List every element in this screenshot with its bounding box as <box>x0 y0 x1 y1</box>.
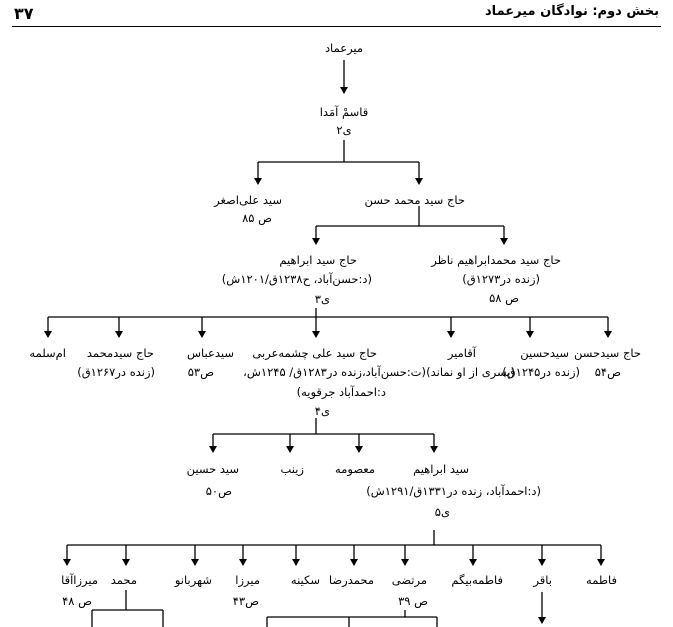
node-haj-mohammad-info: (زنده در۱۲۶۷ق) <box>77 365 155 379</box>
node-ali-asghar-ref: ص ۸۵ <box>242 211 272 225</box>
node-mohammad: محمد <box>110 573 137 587</box>
node-abbas: سیدعباس <box>186 346 234 360</box>
header-rule <box>12 26 661 27</box>
node-aqamir: آقامیر <box>447 346 476 360</box>
node-qasem: قاسمْ آمَدا <box>319 105 369 119</box>
node-zeinab: زینب <box>280 462 304 476</box>
chapter-title: بخش دوم: نوادگان میرعماد <box>485 4 659 19</box>
node-baqer: باقر <box>533 573 552 587</box>
node-abbas-ref: ص۵۳ <box>187 365 214 379</box>
node-naazer-info: (زنده در۱۲۷۳ق) <box>462 272 540 286</box>
node-mir-emad: میرعماد <box>324 41 364 55</box>
node-hosein1-info: (زنده در۱۲۴۵ق) <box>502 365 580 379</box>
node-ebrahim: حاج سید ابراهیم <box>279 253 357 267</box>
node-ebrahim-info: (د:حسن‌آباد، ح۱۲۳۸ق/۱۲۰۱ش) <box>221 272 372 286</box>
generation-label: ی۳ <box>314 292 330 306</box>
node-ali-asghar: سید علی‌اصغر <box>214 193 282 207</box>
node-ebrahim2: سید ابراهیم <box>413 462 469 476</box>
node-morteza-ref: ص ۳۹ <box>398 594 428 608</box>
node-morteza: مرتضی <box>391 573 427 587</box>
node-mirza-ref: ص۴۳ <box>232 594 259 608</box>
node-fateme: فاطمه <box>586 573 617 587</box>
node-masoume: معصومه <box>335 462 375 476</box>
page-number: ۳۷ <box>14 4 34 23</box>
generation-label: ی۲ <box>336 123 352 137</box>
generation-label: ی۴ <box>314 404 330 418</box>
node-naazer: حاج سید محمدابراهیم ناظر <box>431 253 561 267</box>
node-hosein2: سید حسین <box>186 462 239 476</box>
node-ali-cheshme: حاج سید علی چشمه‌عربی <box>252 346 377 360</box>
node-hosein2-ref: ص۵۰ <box>205 484 232 498</box>
node-ebrahim2-info: (د:احمدآباد، زنده در۱۳۳۱ق/۱۲۹۱ش) <box>366 484 541 498</box>
node-ali-cheshme-info: د:احمدآباد جرقویه) <box>296 385 386 399</box>
node-hosein1: سیدحسین <box>520 346 569 360</box>
node-mohammadreza: محمدرضا <box>328 573 374 587</box>
node-ali-cheshme-info: (ت:حسن‌آباد،زنده در۱۲۸۳ق/ ۱۲۴۵ش، <box>243 365 426 379</box>
node-mirza: میرزا <box>235 573 260 587</box>
node-omsalame: ام‌سلمه <box>29 346 66 360</box>
node-mirza-aqa-ref: ص ۴۸ <box>62 594 92 608</box>
node-fatemebeygom: فاطمه‌بیگم <box>451 573 503 587</box>
node-aqamir-info: (پسری از او نماند) <box>426 365 515 379</box>
node-shahrbanu: شهربانو <box>174 573 212 587</box>
node-haj-hosein: حاج سیدحسن <box>574 346 641 360</box>
node-mirza-aqa: میرزاآقا <box>61 573 98 587</box>
node-sakine: سکینه <box>290 573 320 587</box>
node-naazer-ref: ص ۵۸ <box>489 291 519 305</box>
generation-label: ی۵ <box>434 505 450 519</box>
node-haj-mohammad: حاج سیدمحمد <box>86 346 154 360</box>
node-haj-hosein-ref: ص۵۴ <box>594 365 621 379</box>
node-mohammad-hasan: حاج سید محمد حسن <box>364 193 465 207</box>
